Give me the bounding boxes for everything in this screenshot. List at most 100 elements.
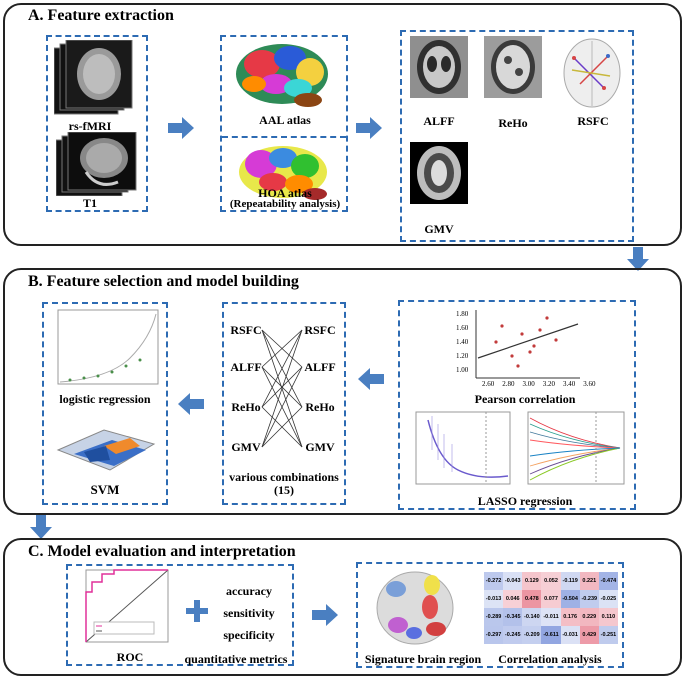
heatmap-cell: 0.110 xyxy=(598,608,618,626)
logistic-regression-plot xyxy=(50,308,160,390)
heatmap-cell: 0.229 xyxy=(579,608,599,626)
heatmap-cell: -0.272 xyxy=(484,572,504,590)
alff-image xyxy=(410,36,468,98)
hoa-brain-image xyxy=(235,142,331,206)
pearson-y-tick: 1.60 xyxy=(456,324,469,332)
pearson-y-tick: 1.40 xyxy=(456,338,469,346)
pearson-y-tick: 1.80 xyxy=(456,310,469,318)
pearson-plot xyxy=(452,306,582,390)
logistic-regression-label: logistic regression xyxy=(59,392,151,406)
heatmap-cell: -0.297 xyxy=(484,626,504,644)
heatmap-cell: -0.289 xyxy=(484,608,504,626)
feature-right-reho: ReHo xyxy=(305,400,335,414)
panel-feature-extraction xyxy=(3,3,682,246)
plus-icon xyxy=(186,600,208,622)
aal-atlas-label: AAL atlas xyxy=(259,113,311,127)
aal-brain-image xyxy=(232,40,332,112)
heatmap-cell: -0.245 xyxy=(503,626,523,644)
feature-left-gmv: GMV xyxy=(231,440,261,454)
imaging-box xyxy=(46,35,148,212)
evaluation-box xyxy=(66,564,294,666)
heatmap-cell: 0.221 xyxy=(579,572,599,590)
rs-fmri-label: rs-fMRI xyxy=(68,119,112,133)
roc-label: ROC xyxy=(116,650,144,664)
panel-model-evaluation xyxy=(3,538,682,676)
feature-right-gmv: GMV xyxy=(305,440,335,454)
hoa-atlas-label: HOA atlas xyxy=(258,186,312,200)
heatmap-cell: -0.209 xyxy=(522,626,542,644)
panel-b-title: B. Feature selection and model building xyxy=(28,273,299,290)
heatmap-cell: -0.345 xyxy=(503,608,523,626)
reho-image xyxy=(484,36,542,98)
selection-box xyxy=(398,300,636,510)
models-box xyxy=(42,302,168,505)
panel-c-title: C. Model evaluation and interpretation xyxy=(28,543,296,560)
signature-brain-image xyxy=(370,567,460,649)
alff-label: ALFF xyxy=(423,114,455,128)
heatmap-cell: 0.129 xyxy=(522,572,542,590)
interpretation-box xyxy=(356,562,624,668)
pearson-x-ticks: 2.60 2.80 3.00 3.20 3.40 3.60 xyxy=(482,380,596,388)
lasso-label: LASSO regression xyxy=(477,494,573,508)
heatmap-cell: -0.504 xyxy=(560,590,580,608)
heatmap-cell: 0.052 xyxy=(541,572,561,590)
pearson-y-tick: 1.00 xyxy=(456,366,469,374)
heatmap-cell: -0.119 xyxy=(560,572,580,590)
arrow-left-icon xyxy=(358,368,384,390)
hoa-atlas-sub-label: (Repeatability analysis) xyxy=(229,198,341,210)
heatmap-cell: -0.474 xyxy=(598,572,618,590)
svm-plot xyxy=(54,410,158,480)
pearson-x-tick: 2.80 xyxy=(502,380,515,388)
heatmap-cell: -0.043 xyxy=(503,572,523,590)
pearson-x-tick: 3.00 xyxy=(522,380,535,388)
gmv-label: GMV xyxy=(424,222,454,236)
rsfc-image xyxy=(560,36,624,110)
rsfc-label: RSFC xyxy=(577,114,609,128)
correlation-analysis-label: Correlation analysis xyxy=(498,652,602,666)
atlas-divider xyxy=(222,136,346,138)
heatmap-cell: -0.025 xyxy=(598,590,618,608)
t1-image xyxy=(56,132,138,196)
lasso-cv-plot xyxy=(408,410,512,492)
feature-left-rsfc: RSFC xyxy=(230,323,262,337)
metric-sensitivity: sensitivity xyxy=(223,606,275,620)
rs-fmri-image xyxy=(54,40,134,118)
arrow-left-icon xyxy=(178,393,204,415)
features-box xyxy=(400,30,634,242)
roc-plot xyxy=(80,568,170,646)
combinations-count: (15) xyxy=(274,483,294,497)
signature-brain-label: Signature brain region xyxy=(364,652,482,666)
pearson-label: Pearson correlation xyxy=(474,392,576,406)
atlas-box xyxy=(220,35,348,212)
feature-left-alff: ALFF xyxy=(230,360,262,374)
pearson-y-tick: 1.20 xyxy=(456,352,469,360)
heatmap-cell: -0.140 xyxy=(522,608,542,626)
heatmap-cell: 0.046 xyxy=(503,590,523,608)
heatmap-cell: -0.239 xyxy=(579,590,599,608)
heatmap-cell: -0.013 xyxy=(484,590,504,608)
heatmap-cell: -0.011 xyxy=(541,608,561,626)
combinations-label: various combinations xyxy=(229,470,339,484)
reho-label: ReHo xyxy=(498,116,528,130)
panel-feature-selection xyxy=(3,268,682,515)
svm-label: SVM xyxy=(90,482,120,497)
quantitative-metrics-label: quantitative metrics xyxy=(184,652,288,666)
heatmap-cell: 0.478 xyxy=(522,590,542,608)
lasso-path-plot xyxy=(520,410,628,492)
pearson-x-tick: 2.60 xyxy=(482,380,495,388)
arrow-down-icon xyxy=(30,515,52,539)
metric-specificity: specificity xyxy=(223,628,275,642)
heatmap-cell: -0.611 xyxy=(541,626,561,644)
heatmap-cell: -0.031 xyxy=(560,626,580,644)
heatmap-cell: 0.429 xyxy=(579,626,599,644)
combinations-box xyxy=(222,302,346,505)
metric-accuracy: accuracy xyxy=(226,584,272,598)
heatmap-cell: 0.176 xyxy=(560,608,580,626)
arrow-right-icon xyxy=(356,117,382,139)
combination-lines xyxy=(261,329,303,448)
pearson-y-ticks: 1.80 1.60 1.40 1.20 1.00 xyxy=(456,307,468,377)
arrow-down-icon xyxy=(627,247,649,271)
t1-label: T1 xyxy=(82,196,97,210)
feature-right-rsfc: RSFC xyxy=(304,323,336,337)
